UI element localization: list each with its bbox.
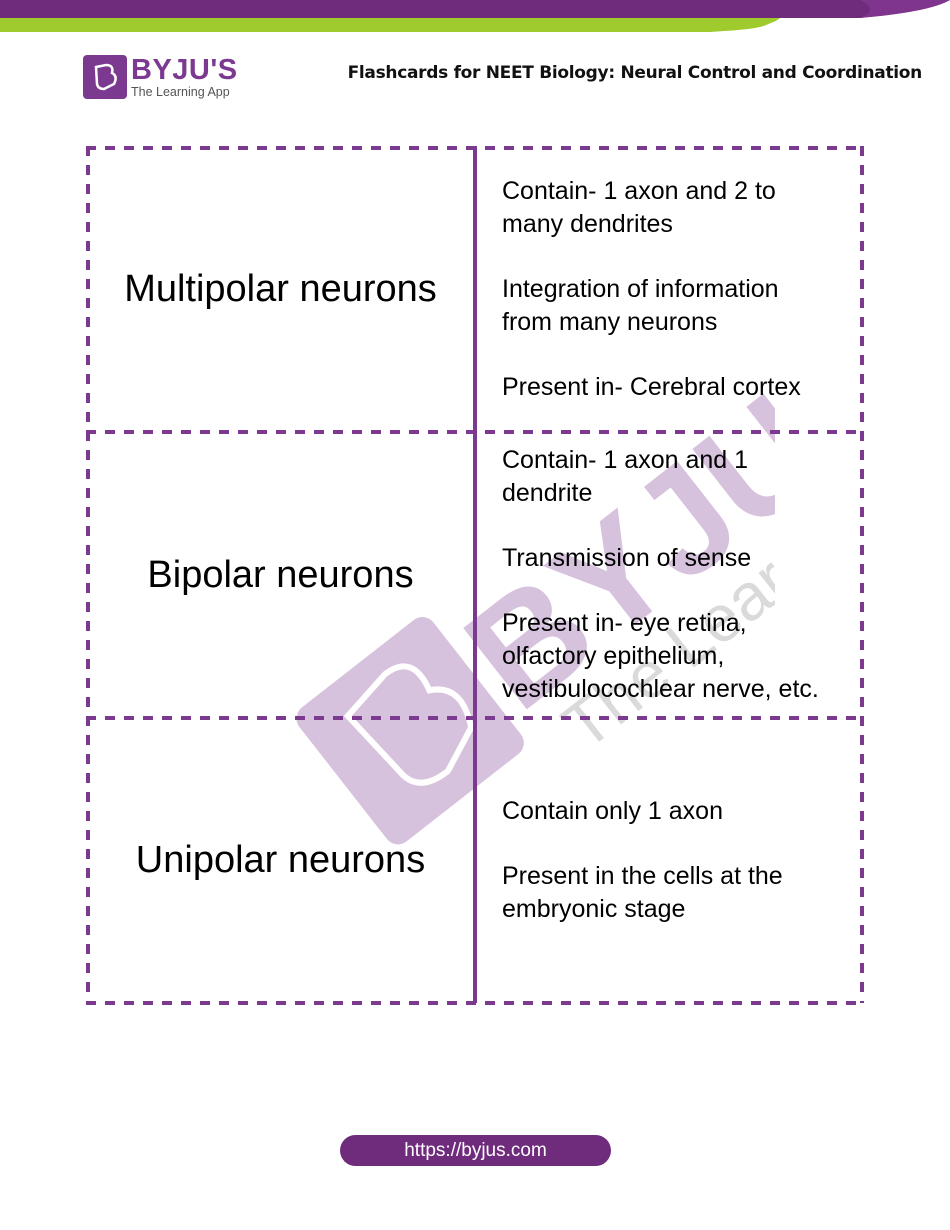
column-divider (473, 146, 477, 1003)
header-banner (0, 0, 950, 32)
divider (860, 146, 864, 1003)
fact: Contain only 1 axon (502, 797, 723, 825)
flashcard-facts: Contain- 1 axon and 2 to many dendrites … (475, 146, 864, 432)
fact: Present in- Cerebral cortex (502, 372, 801, 401)
fact: Transmission of sense (502, 544, 752, 572)
flashcard-facts: Contain- 1 axon and 1 dendrite Transmiss… (475, 432, 864, 718)
fact: Present in- eye retina, olfactory epithe… (502, 609, 819, 703)
logo-brand: BYJU'S (131, 53, 238, 86)
page-title: Flashcards for NEET Biology: Neural Cont… (347, 63, 923, 83)
flashcard-row: Unipolar neurons Contain only 1 axon Pre… (86, 718, 864, 1003)
flashcard-grid: Multipolar neurons Contain- 1 axon and 2… (86, 146, 864, 1005)
flashcard-term: Bipolar neurons (147, 553, 414, 596)
fact: Present in the cells at the embryonic st… (502, 862, 783, 923)
byjus-logo: BYJU'S The Learning App (83, 55, 238, 99)
website-link[interactable]: https://byjus.com (340, 1135, 611, 1166)
fact: Integration of information from many neu… (502, 274, 779, 336)
divider (86, 146, 90, 1003)
fact: Contain- 1 axon and 2 to many dendrites (502, 176, 776, 238)
byjus-b-logo-icon (83, 55, 127, 99)
flashcard-row: Multipolar neurons Contain- 1 axon and 2… (86, 146, 864, 432)
fact: Contain- 1 axon and 1 dendrite (502, 446, 749, 507)
flashcard-term: Multipolar neurons (124, 267, 437, 310)
flashcard-row: Bipolar neurons Contain- 1 axon and 1 de… (86, 432, 864, 718)
divider (86, 1001, 864, 1005)
logo-tagline: The Learning App (131, 84, 230, 99)
flashcard-term: Unipolar neurons (135, 839, 426, 881)
flashcard-facts: Contain only 1 axon Present in the cells… (475, 718, 864, 1003)
